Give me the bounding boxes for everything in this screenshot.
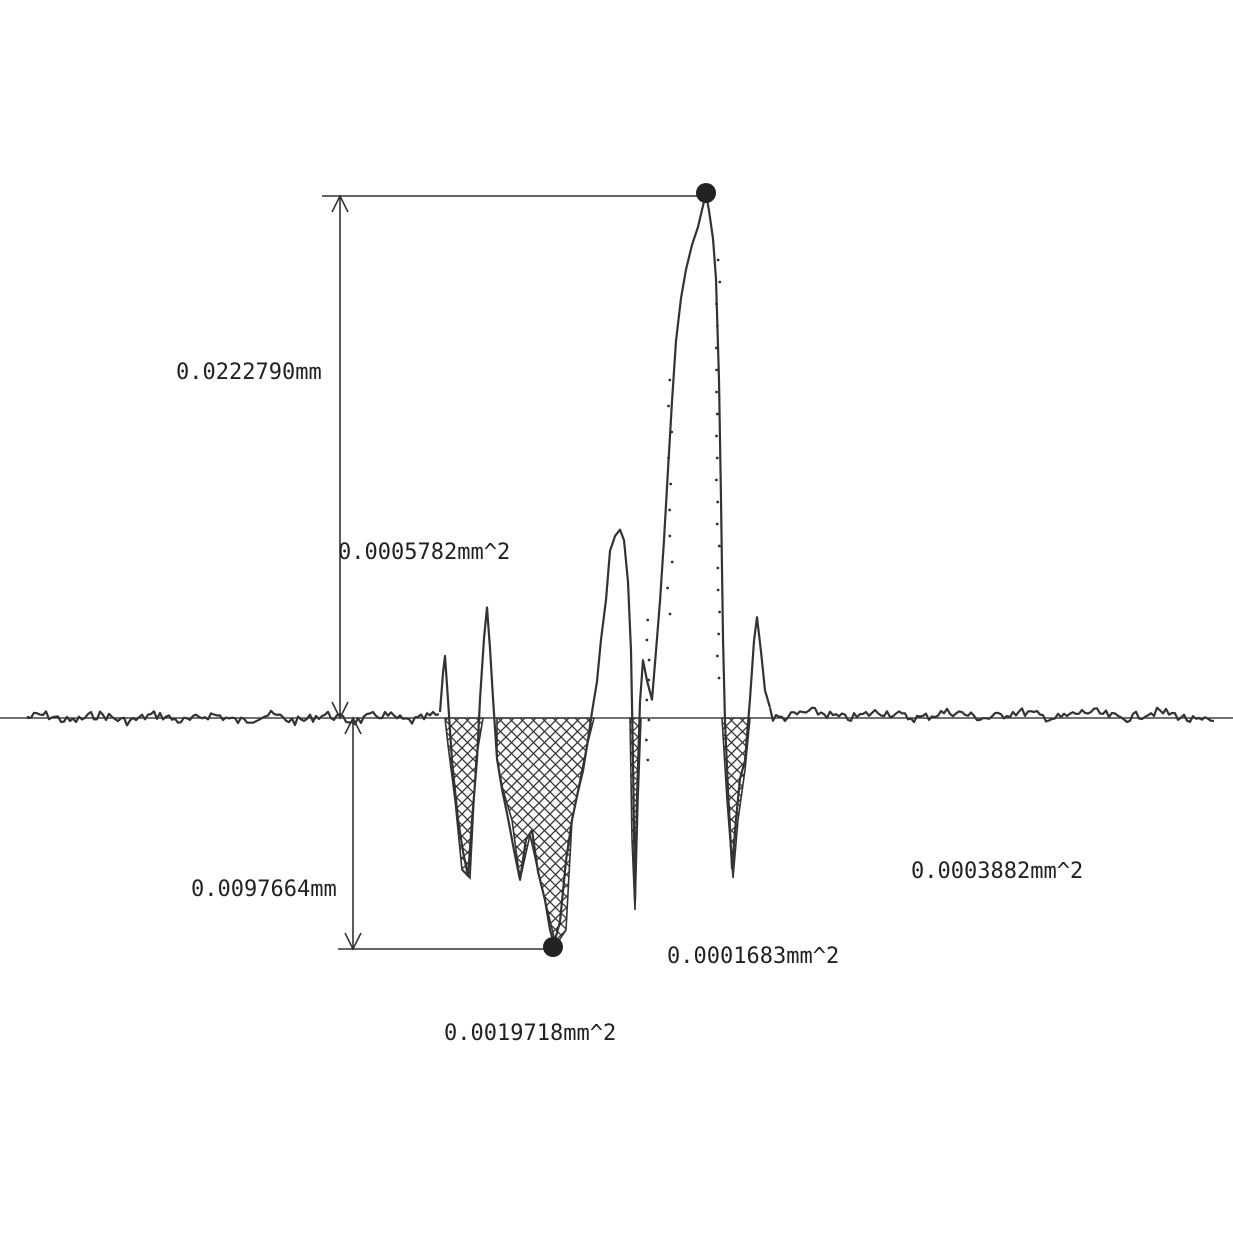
profile-dot bbox=[670, 560, 674, 564]
profile-dot bbox=[715, 412, 719, 416]
profile-peak-dots bbox=[645, 258, 722, 762]
profile-dot bbox=[715, 456, 719, 460]
profile-dot bbox=[670, 430, 674, 434]
profile-dot bbox=[666, 586, 669, 590]
profile-dot bbox=[667, 456, 670, 460]
profile-dot bbox=[716, 588, 720, 592]
area-label-2: 0.0019718mm^2 bbox=[444, 1021, 616, 1046]
profile-dot bbox=[667, 404, 670, 408]
profile-dot bbox=[669, 482, 673, 486]
peak-arrowhead-top bbox=[331, 194, 349, 213]
valley-depth-label: 0.0097664mm bbox=[191, 877, 337, 902]
valley-arrowhead-top bbox=[344, 716, 362, 735]
profile-dot bbox=[716, 324, 719, 328]
profile-dot bbox=[716, 500, 720, 504]
valley-arrowhead-bottom bbox=[344, 932, 362, 951]
profile-dot bbox=[668, 534, 672, 538]
profile-dot bbox=[646, 758, 650, 762]
profile-dot bbox=[718, 280, 722, 284]
profile-dot bbox=[717, 676, 721, 680]
profile-trace-left bbox=[26, 709, 440, 727]
profile-dot bbox=[647, 658, 651, 662]
hatched-area-1 bbox=[444, 717, 484, 880]
area-label-3: 0.0001683mm^2 bbox=[667, 944, 839, 969]
peak-height-label: 0.0222790mm bbox=[176, 360, 322, 385]
valley-marker bbox=[543, 937, 563, 957]
profile-dot bbox=[715, 478, 718, 482]
profile-dot bbox=[718, 610, 721, 614]
profile-dot bbox=[717, 632, 721, 636]
profile-dot bbox=[646, 618, 650, 622]
profile-dot bbox=[645, 698, 649, 702]
profile-dot bbox=[645, 638, 649, 642]
profile-dot bbox=[647, 678, 651, 682]
profile-dot bbox=[645, 738, 648, 742]
profile-dot bbox=[716, 654, 719, 658]
profile-dot bbox=[715, 302, 718, 306]
profile-dot bbox=[668, 378, 672, 382]
peak-arrowhead-bottom bbox=[331, 701, 349, 720]
profile-trace-middle bbox=[438, 192, 772, 945]
area-label-4: 0.0003882mm^2 bbox=[911, 859, 1083, 884]
profile-dot bbox=[668, 612, 672, 616]
profile-dot bbox=[716, 566, 720, 570]
profile-trace-right bbox=[768, 706, 1215, 724]
profile-dot bbox=[715, 368, 718, 372]
profile-dot bbox=[716, 258, 720, 262]
profile-dot bbox=[714, 346, 718, 350]
profile-dot bbox=[715, 434, 718, 438]
profile-dot bbox=[668, 508, 671, 512]
profile-dot bbox=[715, 390, 718, 394]
profile-dot bbox=[647, 718, 651, 722]
profile-dot bbox=[717, 544, 721, 548]
peak-marker bbox=[696, 183, 716, 203]
area-label-1: 0.0005782mm^2 bbox=[338, 540, 510, 565]
profile-dot bbox=[715, 522, 719, 526]
